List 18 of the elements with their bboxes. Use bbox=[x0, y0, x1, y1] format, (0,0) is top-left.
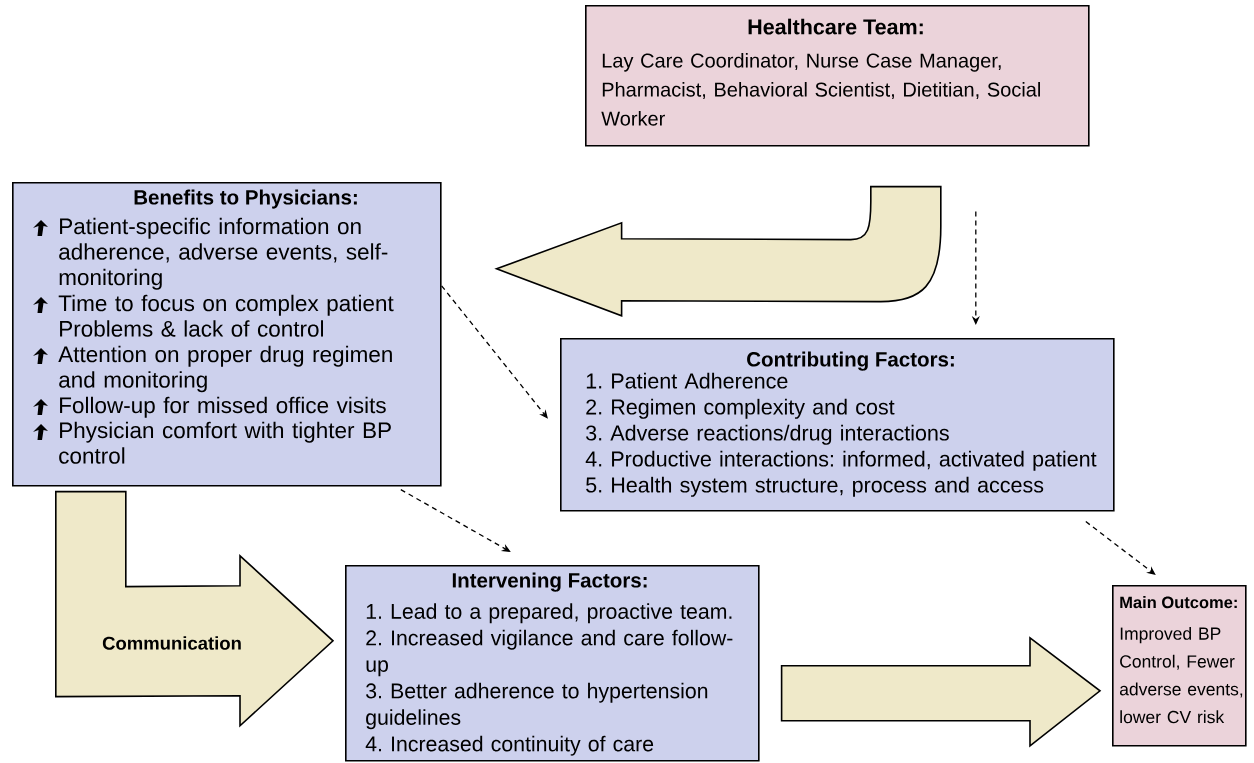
info-box: Intervening Factors: 1. Lead to a prepared, proactive team. 2. Increased vigilance and care follow-up 3. Better adherence to hypertension guidelines 4. Increased continuity of care bbox=[345, 565, 760, 762]
node-label: Benefits to Physicians: bbox=[134, 189, 357, 209]
block-arrow bbox=[55, 490, 335, 728]
node-label: Attention on proper drug regimen and monitoring bbox=[58, 345, 392, 393]
edge-label: Communication bbox=[101, 635, 243, 651]
info-box: Benefits to Physicians: Patient-specific information on adherence, adverse events, self-monitoring Time to focus on complex patient Problems & lack of control Attention on proper drug regimen and monitoring Follow-up for missed office visits Physician comfort with tighter BP control bbox=[12, 182, 442, 487]
node-label: Physician comfort with tighter BP control bbox=[59, 421, 391, 464]
block-arrow bbox=[780, 636, 1102, 748]
info-box: Main Outcome: Improved BP Control, Fewer adverse events, lower CV risk bbox=[1112, 585, 1247, 747]
dashed-arrow bbox=[440, 285, 548, 419]
dashed-arrow bbox=[400, 488, 511, 552]
node-label: Time to focus on complex patient Problems & lack of control bbox=[58, 294, 394, 337]
dashed-arrow bbox=[1085, 520, 1156, 575]
node-label: Follow-up for missed office visits bbox=[60, 396, 386, 418]
block-arrow bbox=[495, 185, 942, 317]
info-box: Contributing Factors: 1. Patient Adherence 2. Regimen complexity and cost 3. Adverse reactions/drug interactions 4. Productive interactions: informed, activated patient 5. Health system structure, process and access bbox=[560, 338, 1115, 512]
node-label: Patient-specific information on adherence, adverse events, self-monitoring bbox=[59, 217, 388, 290]
info-box: Healthcare Team: Lay Care Coordinator, Nurse Case Manager, Pharmacist, Behavioral Scientist, Dietitian, Social Worker bbox=[585, 5, 1090, 147]
